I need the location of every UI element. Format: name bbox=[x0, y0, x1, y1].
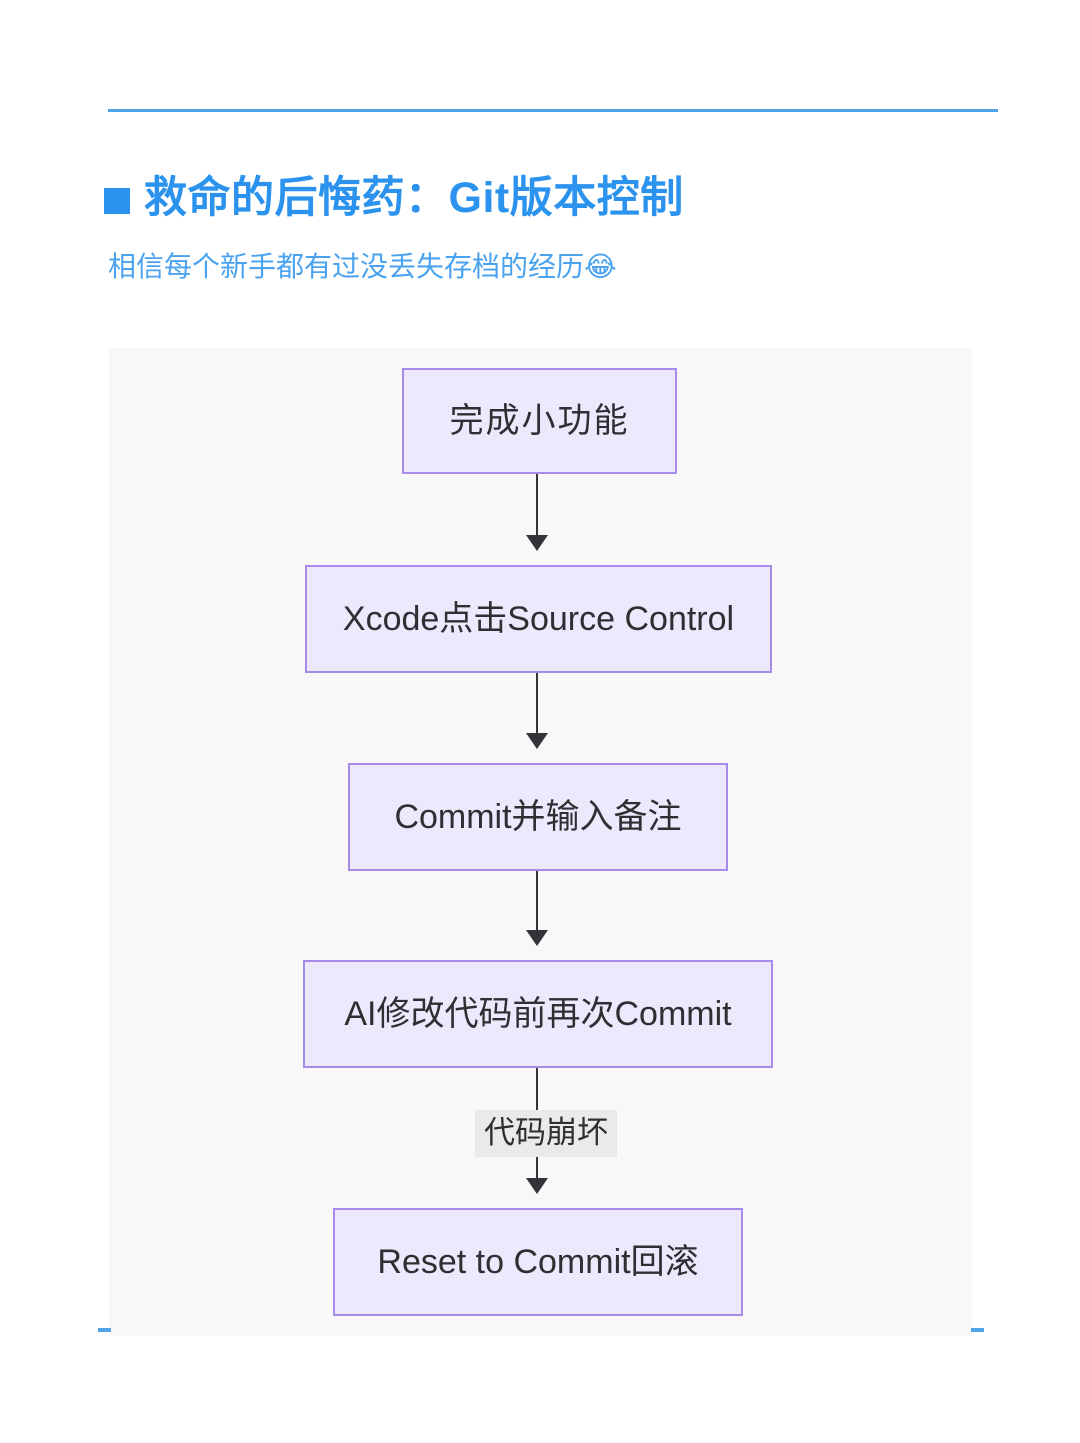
page-title: 救命的后悔药：Git版本控制 bbox=[144, 174, 684, 223]
flowchart-node-complete-feature[interactable]: 完成小功能 bbox=[402, 368, 677, 474]
flowchart-node-label: Xcode点击Source Control bbox=[342, 599, 735, 638]
flowchart-node-reset-to-commit[interactable]: Reset to Commit回滚 bbox=[333, 1208, 743, 1316]
flowchart-connector-2 bbox=[536, 673, 538, 747]
flowchart-connector-3 bbox=[536, 871, 538, 944]
bottom-right-tick-mark bbox=[971, 1328, 984, 1332]
top-divider-rule bbox=[108, 109, 998, 112]
flowchart-edge-label-code-broken: 代码崩坏 bbox=[475, 1110, 617, 1157]
bottom-left-tick-mark bbox=[98, 1328, 111, 1332]
flowchart-node-label: Reset to Commit回滚 bbox=[377, 1242, 699, 1281]
flowchart-node-label: AI修改代码前再次Commit bbox=[344, 994, 732, 1033]
flowchart-node-commit-before-ai-edit[interactable]: AI修改代码前再次Commit bbox=[303, 960, 773, 1068]
square-bullet-icon bbox=[104, 188, 130, 214]
flowchart-node-xcode-source-control[interactable]: Xcode点击Source Control bbox=[305, 565, 772, 673]
page-subtitle: 相信每个新手都有过没丢失存档的经历😂 bbox=[108, 251, 617, 282]
flowchart-connector-1 bbox=[536, 474, 538, 549]
flowchart-node-label: Commit并输入备注 bbox=[394, 797, 682, 836]
flowchart-node-label: 完成小功能 bbox=[449, 401, 630, 440]
title-row: 救命的后悔药：Git版本控制 bbox=[104, 170, 1004, 228]
flowchart-canvas: 完成小功能 Xcode点击Source Control Commit并输入备注 … bbox=[109, 348, 972, 1336]
flowchart-node-commit-with-message[interactable]: Commit并输入备注 bbox=[348, 763, 728, 871]
page-header: 救命的后悔药：Git版本控制 相信每个新手都有过没丢失存档的经历😂 bbox=[104, 170, 1004, 284]
